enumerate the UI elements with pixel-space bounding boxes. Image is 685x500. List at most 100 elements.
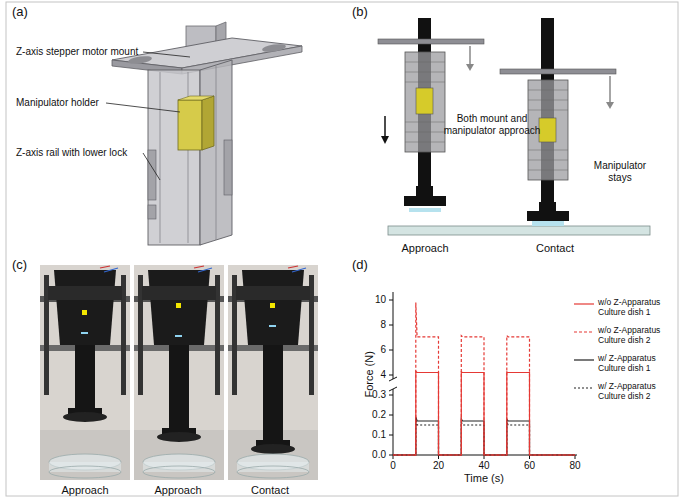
chart-axes [389,292,577,459]
schematic-part-part [528,170,568,171]
apparatus-photo-part [143,462,215,472]
leader-line [106,52,190,180]
legend-sample [574,387,594,388]
apparatus-photo-part [198,268,212,272]
leader-line-part [143,52,190,57]
apparatus-photo-part [82,310,87,315]
apparatus-photo-part [288,266,298,268]
schematic-part-part [528,100,568,101]
chart-axes-part [389,387,397,391]
apparatus-photo-part [49,462,121,472]
chart-axes-part [389,300,393,301]
apparatus-photo-part [269,325,276,327]
apparatus-photo-part [142,286,216,300]
schematic-part [539,118,556,142]
leader-line-part [143,153,160,180]
apparatus-photo-part [270,303,275,308]
figure-border [6,2,678,496]
schematic-part [469,46,471,66]
legend-text: w/o Z-Apparatus Culture dish 2 [598,326,678,346]
apparatus-photo-part [175,335,182,337]
apparatus-photo-part [40,265,130,480]
legend-sample [574,331,594,332]
apparatus-photo-part [48,286,122,300]
axis-title: Force (N) [363,329,376,419]
schematic-part [527,211,569,221]
tick-label: 0.2 [356,409,386,421]
tick-label: 40 [469,460,499,472]
apparatus-photo [134,265,224,480]
schematic-part [606,102,614,109]
chart-axes-part [393,292,394,379]
schematic-part [405,52,445,152]
schematic-part [539,202,556,211]
apparatus-photo-part [251,444,295,454]
panel-label: (d) [352,258,382,273]
callout-label: Z-axis stepper motor mount [16,46,151,58]
chart-axes-part [389,435,393,436]
apparatus-photo-part [237,462,309,472]
schematic-part [500,69,616,74]
schematic-part [381,136,389,144]
schematic-part [409,208,441,212]
schematic-part [388,226,650,235]
apparatus-photo-part [157,432,201,442]
apparatus-photo-part [100,266,110,268]
chart-axes-part [389,375,393,376]
callout-label: Manipulator holder [16,97,126,109]
leader-line-part [106,103,180,112]
schematic-part-part [528,160,568,161]
axis-title: Time (s) [439,472,529,485]
photo-caption: Contact [230,484,310,497]
schematic-part-part [528,150,568,151]
cad-render-part [202,96,214,150]
apparatus-photo [228,265,318,480]
chart-axes-part [389,455,393,456]
schematic-part [405,62,445,142]
legend-sample [574,303,594,304]
apparatus-photo-part [40,430,130,480]
apparatus-photo-part [242,270,304,345]
apparatus-photo [40,265,130,480]
tick-label: 80 [560,460,590,472]
schematic-part-part [405,122,445,123]
chart-axes-part [393,389,394,455]
cad-render-part [262,43,287,53]
callout-label: Z-axis rail with lower lock [16,147,151,159]
chart-axes-part [389,350,393,351]
tick-label: 10 [356,294,386,306]
stage-caption: Approach [385,242,465,255]
cad-render-part [200,60,232,245]
schematic-part-part [528,110,568,111]
schematic-part-part [405,62,445,63]
chart-axes-part [389,395,393,396]
force-trace [393,303,575,456]
apparatus-photo-part [104,268,118,272]
tick-label: 20 [424,460,454,472]
apparatus-photo-part [49,466,121,478]
schematic-part [466,64,474,71]
schematic-part-part [405,72,445,73]
schematic-part-part [405,142,445,143]
tick-label: 0 [378,460,408,472]
cad-render-part [224,140,232,195]
schematic-part-part [528,90,568,91]
apparatus-photo-part [148,270,210,345]
photo-panel [40,265,318,480]
cad-render-part [178,96,214,100]
annotation: Both mount and manipulator approach [440,113,544,136]
apparatus-photo-part [134,265,224,480]
schematic-part-part [405,132,445,133]
stage-caption: Contact [515,242,595,255]
legend-sample [574,359,594,360]
cad-render-part [216,66,217,240]
chart-axes-part [389,415,393,416]
annotation: Manipulator stays [588,160,652,183]
legend-text: w/ Z-Apparatus Culture dish 2 [598,382,678,402]
cad-render [112,22,302,245]
apparatus-photo-part [237,466,309,478]
apparatus-photo-part [228,265,318,480]
panel-label: (a) [12,5,42,20]
